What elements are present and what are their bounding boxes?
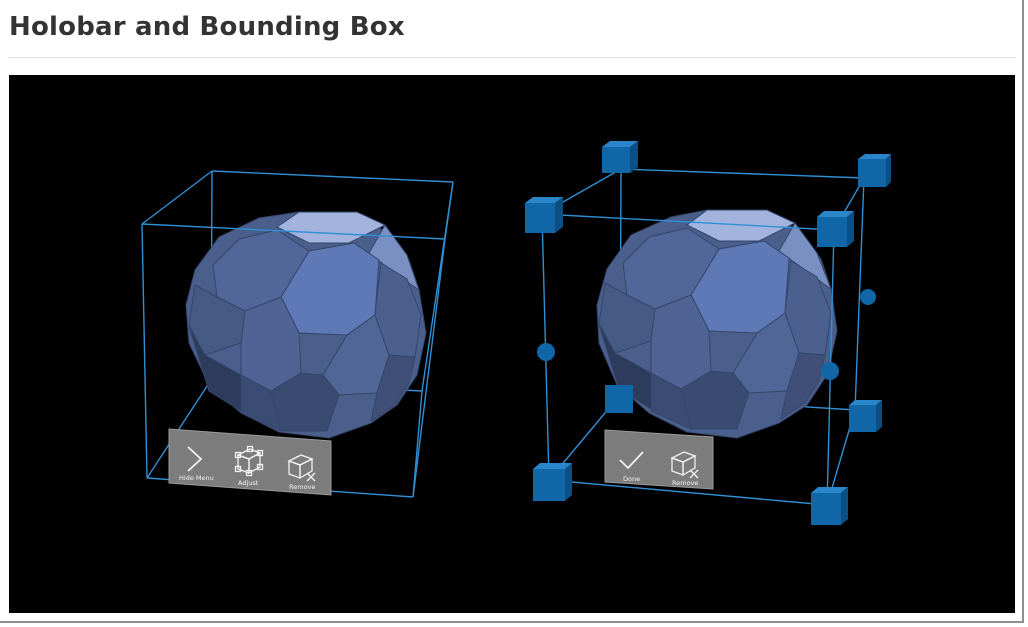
- done-label: Done: [623, 475, 640, 483]
- corner-handle-front-bottom-left[interactable]: [533, 463, 572, 501]
- adjust-cube-icon: [234, 445, 264, 477]
- corner-handle-back-top-right[interactable]: [858, 154, 891, 187]
- hologram-viewport: Hide Menu Adjust: [9, 75, 1015, 613]
- adjust-label: Adjust: [238, 479, 259, 487]
- corner-handle-front-top-right[interactable]: [817, 211, 854, 247]
- adjust-button[interactable]: Adjust: [227, 436, 277, 490]
- bounding-box-handles: [525, 141, 891, 525]
- remove-cube-icon: [287, 454, 316, 482]
- right-remove-label: Remove: [672, 479, 698, 487]
- right-holobar-panel: [604, 429, 714, 490]
- edge-handle-right-back[interactable]: [860, 289, 876, 305]
- left-holobar: Hide Menu Adjust: [168, 428, 332, 496]
- corner-handle-front-bottom-right[interactable]: [811, 487, 848, 525]
- corner-handle-front-top-left[interactable]: [525, 197, 563, 233]
- hide-menu-label: Hide Menu: [179, 474, 214, 482]
- left-hologram: [141, 170, 454, 498]
- page-title: Holobar and Bounding Box: [9, 12, 405, 42]
- left-remove-label: Remove: [289, 483, 315, 491]
- title-divider: [9, 57, 1015, 58]
- corner-handle-back-bottom-left[interactable]: [605, 385, 633, 413]
- left-holobar-panel: [168, 428, 332, 496]
- hologram-scene: Hide Menu Adjust: [141, 141, 891, 525]
- edge-handle-right-front[interactable]: [821, 362, 839, 380]
- done-button[interactable]: Done: [609, 434, 657, 486]
- right-holobar: Done Remove: [604, 429, 714, 490]
- left-remove-button[interactable]: Remove: [281, 439, 329, 493]
- right-remove-button[interactable]: Remove: [661, 437, 711, 488]
- hide-menu-button[interactable]: Hide Menu: [173, 433, 223, 487]
- edge-handle-left[interactable]: [537, 343, 555, 361]
- checkmark-icon: [619, 451, 644, 470]
- corner-handle-back-bottom-right[interactable]: [849, 400, 882, 432]
- corner-handle-back-top-left[interactable]: [602, 141, 638, 173]
- chevron-right-icon: [187, 446, 203, 472]
- right-polyhedron: [596, 209, 838, 439]
- left-polyhedron: [185, 211, 427, 439]
- remove-cube-icon: [670, 451, 699, 479]
